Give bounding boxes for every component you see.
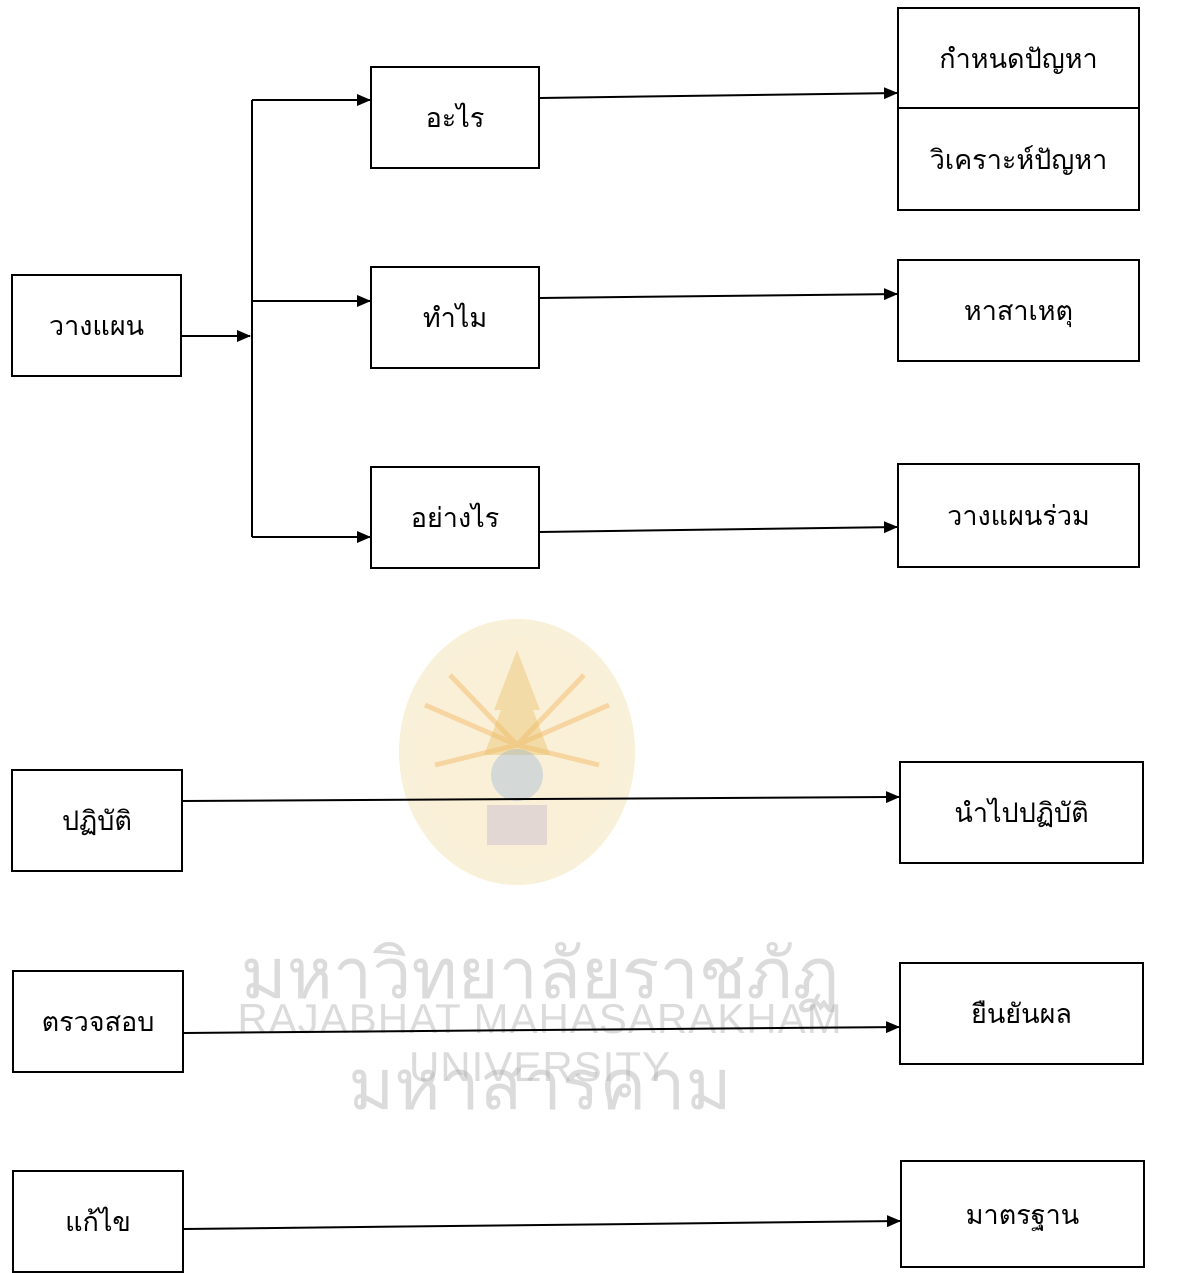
node-standard: มาตรฐาน — [900, 1160, 1145, 1268]
node-how: อย่างไร — [370, 466, 540, 569]
edge-do-to-implement — [181, 791, 900, 804]
node-joint-plan: วางแผนร่วม — [897, 463, 1140, 568]
node-analyze-problem: วิเคราะห์ปัญหา — [897, 107, 1140, 211]
node-what: อะไร — [370, 66, 540, 169]
node-confirm-result: ยืนยันผล — [899, 962, 1144, 1065]
edge-act-to-standard — [183, 1215, 901, 1230]
node-find-cause: หาสาเหตุ — [897, 259, 1140, 362]
edge-how-to-joint-plan — [539, 521, 898, 534]
node-do: ปฏิบัติ — [11, 769, 183, 872]
node-check: ตรวจสอบ — [12, 970, 184, 1073]
edge-why-to-find-cause — [539, 288, 898, 301]
watermark-thai-text: มหาวิทยาลัยราชภัฏมหาสารคาม — [240, 933, 840, 1126]
university-seal-watermark — [399, 619, 635, 885]
edge-what-to-define-problem — [539, 87, 898, 100]
edge-check-to-confirm-result — [183, 1021, 900, 1034]
watermark-english-text: RAJABHAT MAHASARAKHAM UNIVERSITY — [237, 995, 843, 1090]
node-define-problem: กำหนดปัญหา — [897, 7, 1140, 109]
node-implement: นำไปปฏิบัติ — [899, 761, 1144, 864]
node-plan: วางแผน — [11, 274, 182, 377]
node-act: แก้ไข — [12, 1170, 184, 1273]
node-why: ทำไม — [370, 266, 540, 369]
